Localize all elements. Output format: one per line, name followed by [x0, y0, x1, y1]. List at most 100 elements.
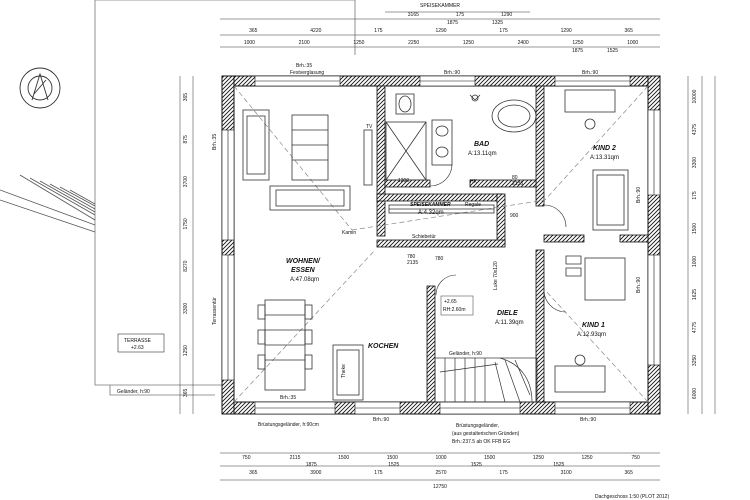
label-terrasse: TERRASSE	[124, 338, 152, 344]
dim-right: 4775	[692, 322, 698, 333]
label-terrasse-level: +2.63	[131, 345, 144, 351]
label-brh35-left: Brh.:35	[212, 134, 218, 150]
room-name-diele: DIELE	[497, 310, 518, 317]
label-brh90-bottom2: Brh.:90	[580, 417, 596, 423]
dim-top-3: 1250	[353, 40, 364, 46]
dim-bottom-1: 2115	[290, 455, 301, 461]
label-schiebetuer: Schiebetür	[412, 234, 436, 240]
dim-bottom-2: 175	[374, 470, 383, 476]
label-terrassentuer: Terrassentür	[212, 297, 218, 325]
solar-rays	[0, 174, 96, 233]
dim-top-2: 175	[374, 28, 383, 34]
dim-speise-h: 2135	[512, 181, 523, 187]
room-name-wohnen-line2: ESSEN	[291, 267, 316, 274]
room-name-wohnen-line1: WOHNEN/	[286, 258, 321, 265]
dim-top-2: 1290	[435, 28, 446, 34]
room-name-kind2: KIND 2	[593, 145, 616, 152]
dim-top-1: 3165	[408, 12, 419, 18]
dim-900: 900	[510, 213, 519, 219]
label-regale: Regale	[465, 202, 481, 208]
dim-bottom-1: 1000	[435, 455, 446, 461]
interior-walls	[376, 85, 649, 403]
living-furniture	[242, 109, 373, 401]
dim-bottom-total: 12750	[433, 484, 447, 490]
dim-left: 3700	[183, 176, 189, 187]
room-area-wohnen: A:47.08qm	[290, 277, 319, 283]
dim-left: 8270	[183, 260, 189, 271]
dim-top-2: 175	[499, 28, 508, 34]
dim-top-2: 4220	[310, 28, 321, 34]
label-brh90-right2: Brh.:90	[636, 277, 642, 293]
dim-top-3: 1000	[627, 40, 638, 46]
dim-bottom-2: 2570	[435, 470, 446, 476]
dim-right: 3300	[692, 157, 698, 168]
dimension-lines	[179, 11, 716, 481]
room-name-bad: BAD	[474, 141, 489, 148]
dim-right: 175	[692, 191, 698, 200]
windows	[221, 75, 661, 415]
label-rh: RH:2.60m	[443, 307, 466, 313]
dim-speise-w: 80	[512, 175, 518, 181]
room-area-speise: A:4.32qm	[418, 210, 444, 216]
dim-bottom-2: 365	[249, 470, 258, 476]
dim-top-3: 2250	[408, 40, 419, 46]
label-brh35-bottom: Brh.:35	[280, 395, 296, 401]
dim-bottom-1b: 1525	[471, 462, 482, 468]
dim-diele-w: 780	[407, 254, 416, 260]
label-footer: Dachgeschoss 1:50 (PLOT 2012)	[595, 494, 669, 500]
room-name-speise: SPEISEKAMMER	[410, 202, 451, 208]
terrace-box	[117, 333, 165, 353]
dim-right: 6000	[692, 388, 698, 399]
dim-left: 3300	[183, 303, 189, 314]
room-name-kochen: KOCHEN	[368, 343, 399, 350]
label-theke: Theke	[341, 364, 347, 378]
dim-1200: 1200	[398, 178, 409, 184]
label-brh90-right1: Brh.:90	[636, 187, 642, 203]
dim-bottom-1: 1500	[387, 455, 398, 461]
dim-diele-h: 2135	[407, 260, 418, 266]
label-speisekammer-top: SPEISEKAMMER	[420, 3, 460, 9]
dim-bottom-1: 750	[631, 455, 640, 461]
label-brh90-bottom1: Brh.:90	[373, 417, 389, 423]
label-gelaender-left: Geländer, h:90	[117, 389, 150, 395]
dim-left: 875	[183, 135, 189, 144]
label-gelaender-mid: Geländer, h:90	[449, 351, 482, 357]
dim-bottom-2: 175	[499, 470, 508, 476]
dim-bottom-1b: 1525	[553, 462, 564, 468]
room-area-diele: A:11.39qm	[495, 320, 524, 326]
dim-top-3: 1000	[244, 40, 255, 46]
kids-furniture	[554, 89, 629, 393]
label-level: +2.65	[444, 299, 457, 305]
dim-bottom-2: 3100	[561, 470, 572, 476]
dim-780: 780	[435, 256, 444, 262]
dim-left: 365	[183, 93, 189, 102]
dim-bottom-1: 1500	[484, 455, 495, 461]
label-lukentuer: Luke 70x120	[493, 261, 499, 290]
dim-top-3: 1250	[572, 40, 583, 46]
dim-top-3: 1250	[463, 40, 474, 46]
dim-top-1: 175	[456, 12, 465, 18]
dim-left: 365	[183, 388, 189, 397]
dim-top-3: 2100	[299, 40, 310, 46]
dim-top-1: 1290	[501, 12, 512, 18]
north-arrow	[19, 67, 61, 109]
label-brh90-kind2: Brh.:90	[582, 70, 598, 76]
dim-top-2: 1290	[561, 28, 572, 34]
dim-left: 1250	[183, 345, 189, 356]
label-tv: TV	[366, 124, 373, 130]
pantry-shelf	[388, 204, 495, 214]
label-kamin: Kamin	[342, 230, 356, 236]
dim-bottom-1: 1250	[533, 455, 544, 461]
dim-right: 4375	[692, 124, 698, 135]
dim-right: 1625	[692, 289, 698, 300]
dim-right: 1500	[692, 223, 698, 234]
door-swings	[429, 163, 567, 313]
label-festverglasung-brh: Brh.:35	[296, 63, 312, 69]
dim-top-1b: 1325	[492, 20, 503, 26]
dim-top-2: 365	[625, 28, 634, 34]
label-bruestung-right-1: Brüstungsgeländer,	[456, 423, 499, 429]
level-box	[440, 295, 474, 316]
stairs	[434, 357, 538, 403]
label-festverglasung: Festverglasung	[290, 70, 324, 76]
